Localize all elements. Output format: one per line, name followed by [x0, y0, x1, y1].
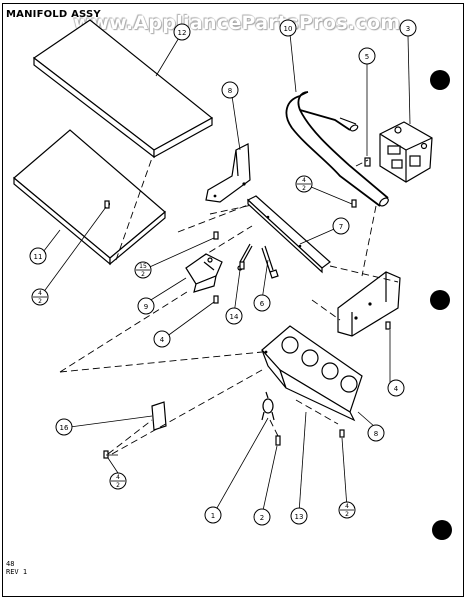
callout-1: 1 — [204, 506, 222, 524]
callout-label: 16 — [60, 424, 69, 432]
fraction-bottom: 2 — [116, 482, 120, 489]
fraction-callout-valve-bracket: 4 2 — [295, 175, 313, 193]
screw-bracket-9 — [213, 231, 219, 240]
part-3-gas-valve — [379, 121, 433, 183]
fraction-bottom: 2 — [141, 271, 145, 278]
fraction-callout-bottom-left: 4 2 — [109, 472, 127, 490]
part-13-burner-plate — [261, 325, 363, 422]
part-1-sensor — [261, 391, 275, 421]
part-11-panel-lower — [13, 129, 166, 266]
fraction-top: 15 — [139, 263, 147, 270]
part-9-igniter-bracket — [185, 253, 223, 293]
fraction-top: 4 — [345, 503, 349, 510]
callout-4-right: 4 — [387, 379, 405, 397]
part-2-screw — [275, 435, 281, 446]
callout-2: 2 — [253, 508, 271, 526]
callout-8-upper: 8 — [221, 81, 239, 99]
callout-label: 1 — [211, 512, 215, 520]
fraction-bottom: 2 — [345, 511, 349, 518]
part-10-manifold-pipe — [285, 91, 389, 207]
part-5-screw — [364, 157, 371, 167]
callout-14: 14 — [225, 307, 243, 325]
binder-hole-top — [430, 70, 450, 90]
fraction-callout-left-panel: 4 2 — [31, 288, 49, 306]
callout-16: 16 — [55, 418, 73, 436]
page-number: 48 — [6, 560, 15, 568]
fraction-callout-bottom-right: 4 2 — [338, 501, 356, 519]
leader-lines — [39, 33, 411, 516]
callout-6: 6 — [253, 294, 271, 312]
callout-label: 5 — [365, 53, 369, 61]
callout-5: 5 — [358, 47, 376, 65]
callout-13: 13 — [290, 507, 308, 525]
part-6-sensor — [261, 245, 279, 279]
callout-4-left: 4 — [153, 330, 171, 348]
callout-12: 12 — [173, 23, 191, 41]
assembly-lines — [59, 157, 399, 455]
callout-10: 10 — [279, 19, 297, 37]
callout-label: 11 — [34, 253, 43, 261]
fraction-top: 4 — [116, 474, 120, 481]
part-7-rail — [246, 195, 331, 274]
callout-8-lower: 8 — [367, 424, 385, 442]
fraction-bottom: 2 — [38, 298, 42, 305]
callout-3: 3 — [399, 19, 417, 37]
fraction-top: 4 — [302, 177, 306, 184]
fraction-callout-15: 15 2 — [134, 261, 152, 279]
callout-label: 13 — [295, 513, 304, 521]
part-16-label — [151, 401, 167, 431]
callout-7: 7 — [332, 217, 350, 235]
footer-revision: 48 REV 1 — [6, 560, 27, 576]
screw-plate-left — [103, 450, 109, 459]
callout-9: 9 — [137, 297, 155, 315]
callout-11: 11 — [29, 247, 47, 265]
watermark: www.AppliancePartsPros.com — [73, 12, 401, 34]
binder-hole-bottom — [432, 520, 452, 540]
callout-label: 4 — [394, 385, 399, 393]
page-border — [2, 3, 464, 597]
callout-label: 3 — [406, 25, 410, 33]
fraction-top: 4 — [38, 290, 42, 297]
revision: REV 1 — [6, 568, 28, 576]
callout-label: 6 — [260, 300, 265, 308]
screw-valve-bracket — [351, 199, 357, 208]
binder-hole-middle — [430, 290, 450, 310]
screw-left-panel — [104, 200, 110, 209]
screw-plate-right — [339, 429, 345, 438]
screw-lower-bracket — [385, 321, 391, 330]
callout-label: 14 — [230, 313, 239, 321]
screw-4-left — [213, 295, 219, 304]
diagram-title: MANIFOLD ASSY — [6, 9, 101, 20]
callout-label: 8 — [228, 87, 232, 95]
callout-label: 8 — [374, 430, 378, 438]
part-8-bracket-lower — [337, 271, 401, 337]
part-8-bracket-upper — [205, 143, 251, 203]
fraction-bottom: 2 — [302, 185, 306, 192]
callout-label: 2 — [260, 514, 264, 522]
callout-label: 4 — [160, 336, 165, 344]
callout-label: 10 — [284, 25, 293, 33]
part-12-panel-upper — [32, 19, 214, 159]
callout-label: 9 — [144, 303, 148, 311]
screw-rail-left — [239, 261, 245, 270]
callout-label: 7 — [339, 223, 343, 231]
callout-label: 12 — [178, 29, 187, 37]
